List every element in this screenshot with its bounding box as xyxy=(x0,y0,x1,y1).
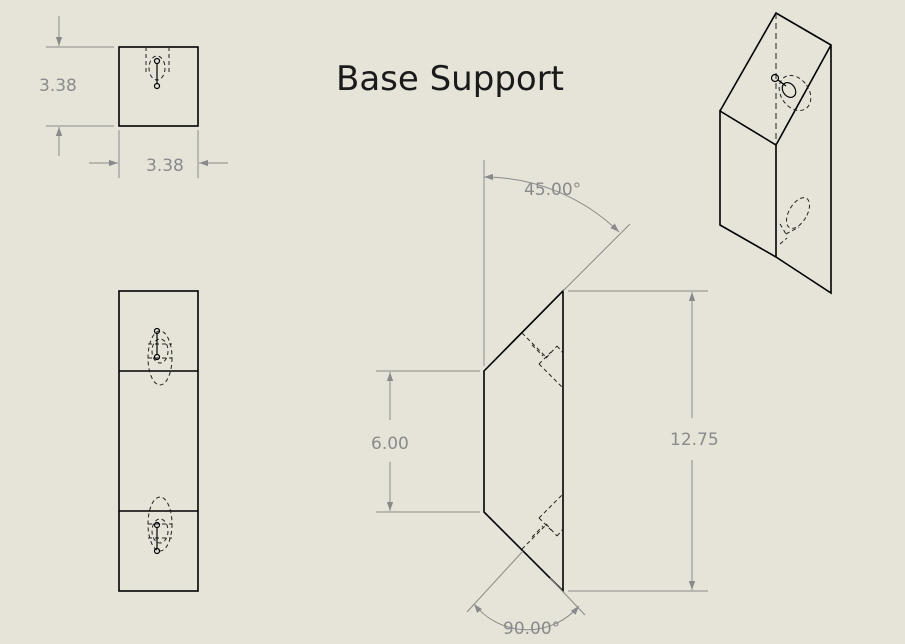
isometric-view xyxy=(719,11,832,295)
angle-45-dimension: 45.00° xyxy=(483,160,631,366)
front-view xyxy=(118,290,199,592)
height-6-dimension: 6.00 xyxy=(371,370,480,513)
top-view xyxy=(118,46,199,127)
height-12-75-label: 12.75 xyxy=(670,430,719,450)
top-height-label: 3.38 xyxy=(39,76,77,96)
angle-45-label: 45.00° xyxy=(524,180,581,200)
height-6-label: 6.00 xyxy=(371,434,409,454)
top-height-dimension: 3.38 xyxy=(39,16,114,156)
top-width-label: 3.38 xyxy=(146,156,184,176)
height-12-75-dimension: 12.75 xyxy=(568,290,719,592)
top-width-dimension: 3.38 xyxy=(89,130,228,178)
angle-90-dimension: 90.00° xyxy=(466,550,586,639)
angle-90-label: 90.00° xyxy=(503,619,560,639)
drawing-title: Base Support xyxy=(336,59,564,99)
side-view xyxy=(483,289,564,593)
